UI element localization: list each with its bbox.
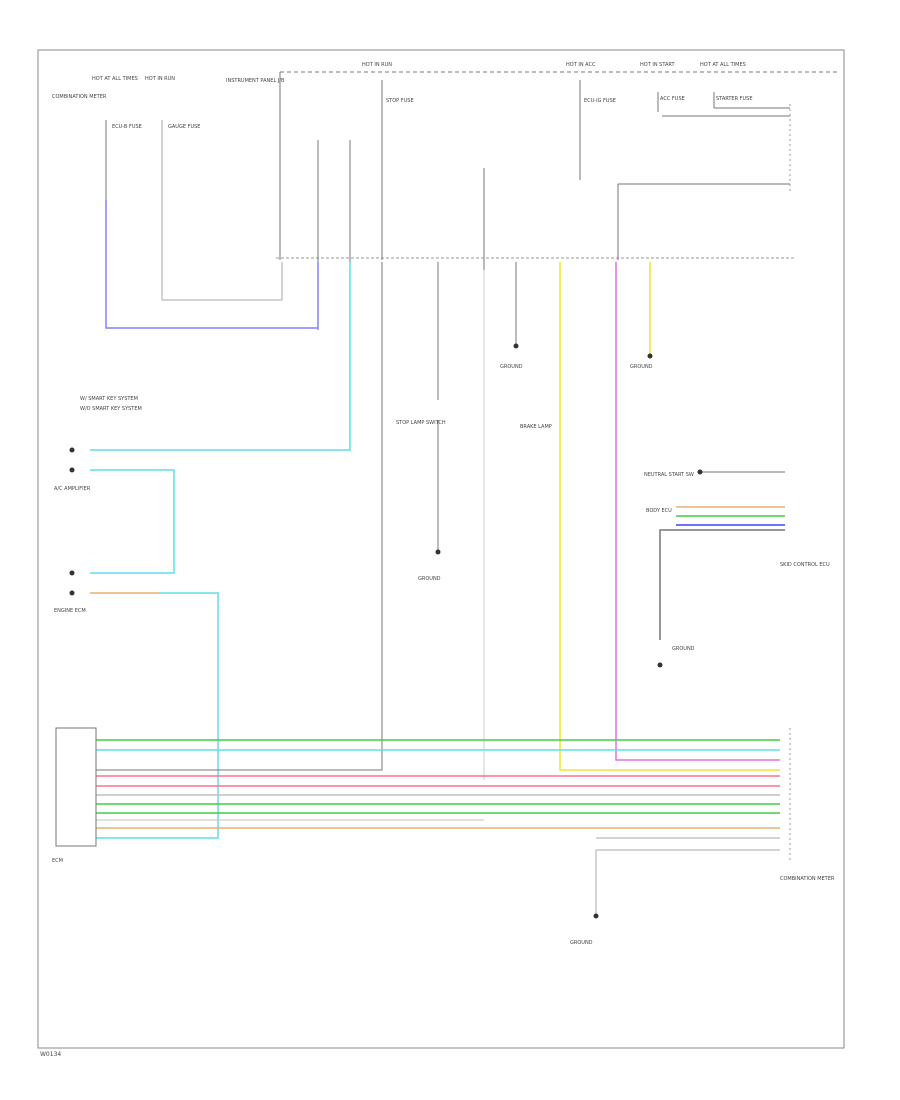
wire-right-mid-gray	[659, 529, 785, 640]
label-fuse-right-3: STARTER FUSE	[716, 96, 753, 102]
diagram-frame	[37, 49, 845, 1049]
label-fuse-right-2: ACC FUSE	[660, 96, 685, 102]
label-combo-meter-left: COMBINATION METER	[52, 94, 107, 100]
label-ground-right: GROUND	[630, 364, 653, 370]
label-fuse-left-2: GAUGE FUSE	[168, 124, 200, 130]
terminal-dot	[69, 467, 75, 473]
label-center-block-2: BRAKE LAMP	[520, 424, 552, 430]
terminal-dot	[435, 549, 441, 555]
wire-cyan-loop	[90, 469, 175, 574]
label-hot-start: HOT IN START	[640, 62, 676, 68]
wire-cyan-top	[90, 262, 351, 451]
terminal-dot	[657, 662, 663, 668]
label-right-block-2: BODY ECU	[646, 508, 672, 514]
wire-cyan-long	[96, 592, 219, 839]
label-instrument-panel: INSTRUMENT PANEL J/B	[226, 78, 285, 84]
label-right-block-1: NEUTRAL START SW	[644, 472, 694, 478]
label-ground-mid: GROUND	[500, 364, 523, 370]
terminal-dot	[647, 353, 653, 359]
footer-code: W0134	[40, 1051, 61, 1058]
label-hot-off: HOT AT ALL TIMES	[700, 62, 746, 68]
label-legend-1: W/ SMART KEY SYSTEM	[80, 396, 138, 402]
label-hot-acc: HOT IN ACC	[566, 62, 596, 68]
wire-magenta	[615, 262, 780, 761]
terminal-dot	[69, 447, 75, 453]
label-left-block-1: A/C AMPLIFIER	[54, 486, 91, 492]
label-bottom-ground: GROUND	[570, 940, 593, 946]
wire-stop-gray	[96, 262, 383, 771]
wire-blue	[105, 200, 319, 329]
label-hot-run: HOT IN RUN	[362, 62, 392, 68]
label-center-block-1: STOP LAMP SWITCH	[396, 420, 446, 426]
terminal-dot	[697, 469, 703, 475]
terminal-dot	[513, 343, 519, 349]
label-fuse-right-1: ECU-IG FUSE	[584, 98, 616, 104]
wire-gray-left	[162, 262, 283, 301]
wire-yellow	[559, 262, 780, 771]
label-left-ecu: ECM	[52, 858, 63, 864]
terminal-dot	[69, 590, 75, 596]
terminal-dot	[593, 913, 599, 919]
label-fuse-left-1: ECU-B FUSE	[112, 124, 142, 130]
label-legend-2: W/O SMART KEY SYSTEM	[80, 406, 142, 412]
label-left-block-2: ENGINE ECM	[54, 608, 86, 614]
terminal-dot	[69, 570, 75, 576]
left-ecu-box	[55, 727, 97, 847]
label-right-ecu: COMBINATION METER	[780, 876, 835, 882]
label-right-block-4: GROUND	[672, 646, 695, 652]
label-center-block-3: GROUND	[418, 576, 441, 582]
label-hot-ig-1: HOT AT ALL TIMES	[92, 76, 138, 82]
label-fuse-mid: STOP FUSE	[386, 98, 414, 104]
label-right-block-3: SKID CONTROL ECU	[780, 562, 830, 568]
label-hot-ig-2: HOT IN RUN	[145, 76, 175, 82]
